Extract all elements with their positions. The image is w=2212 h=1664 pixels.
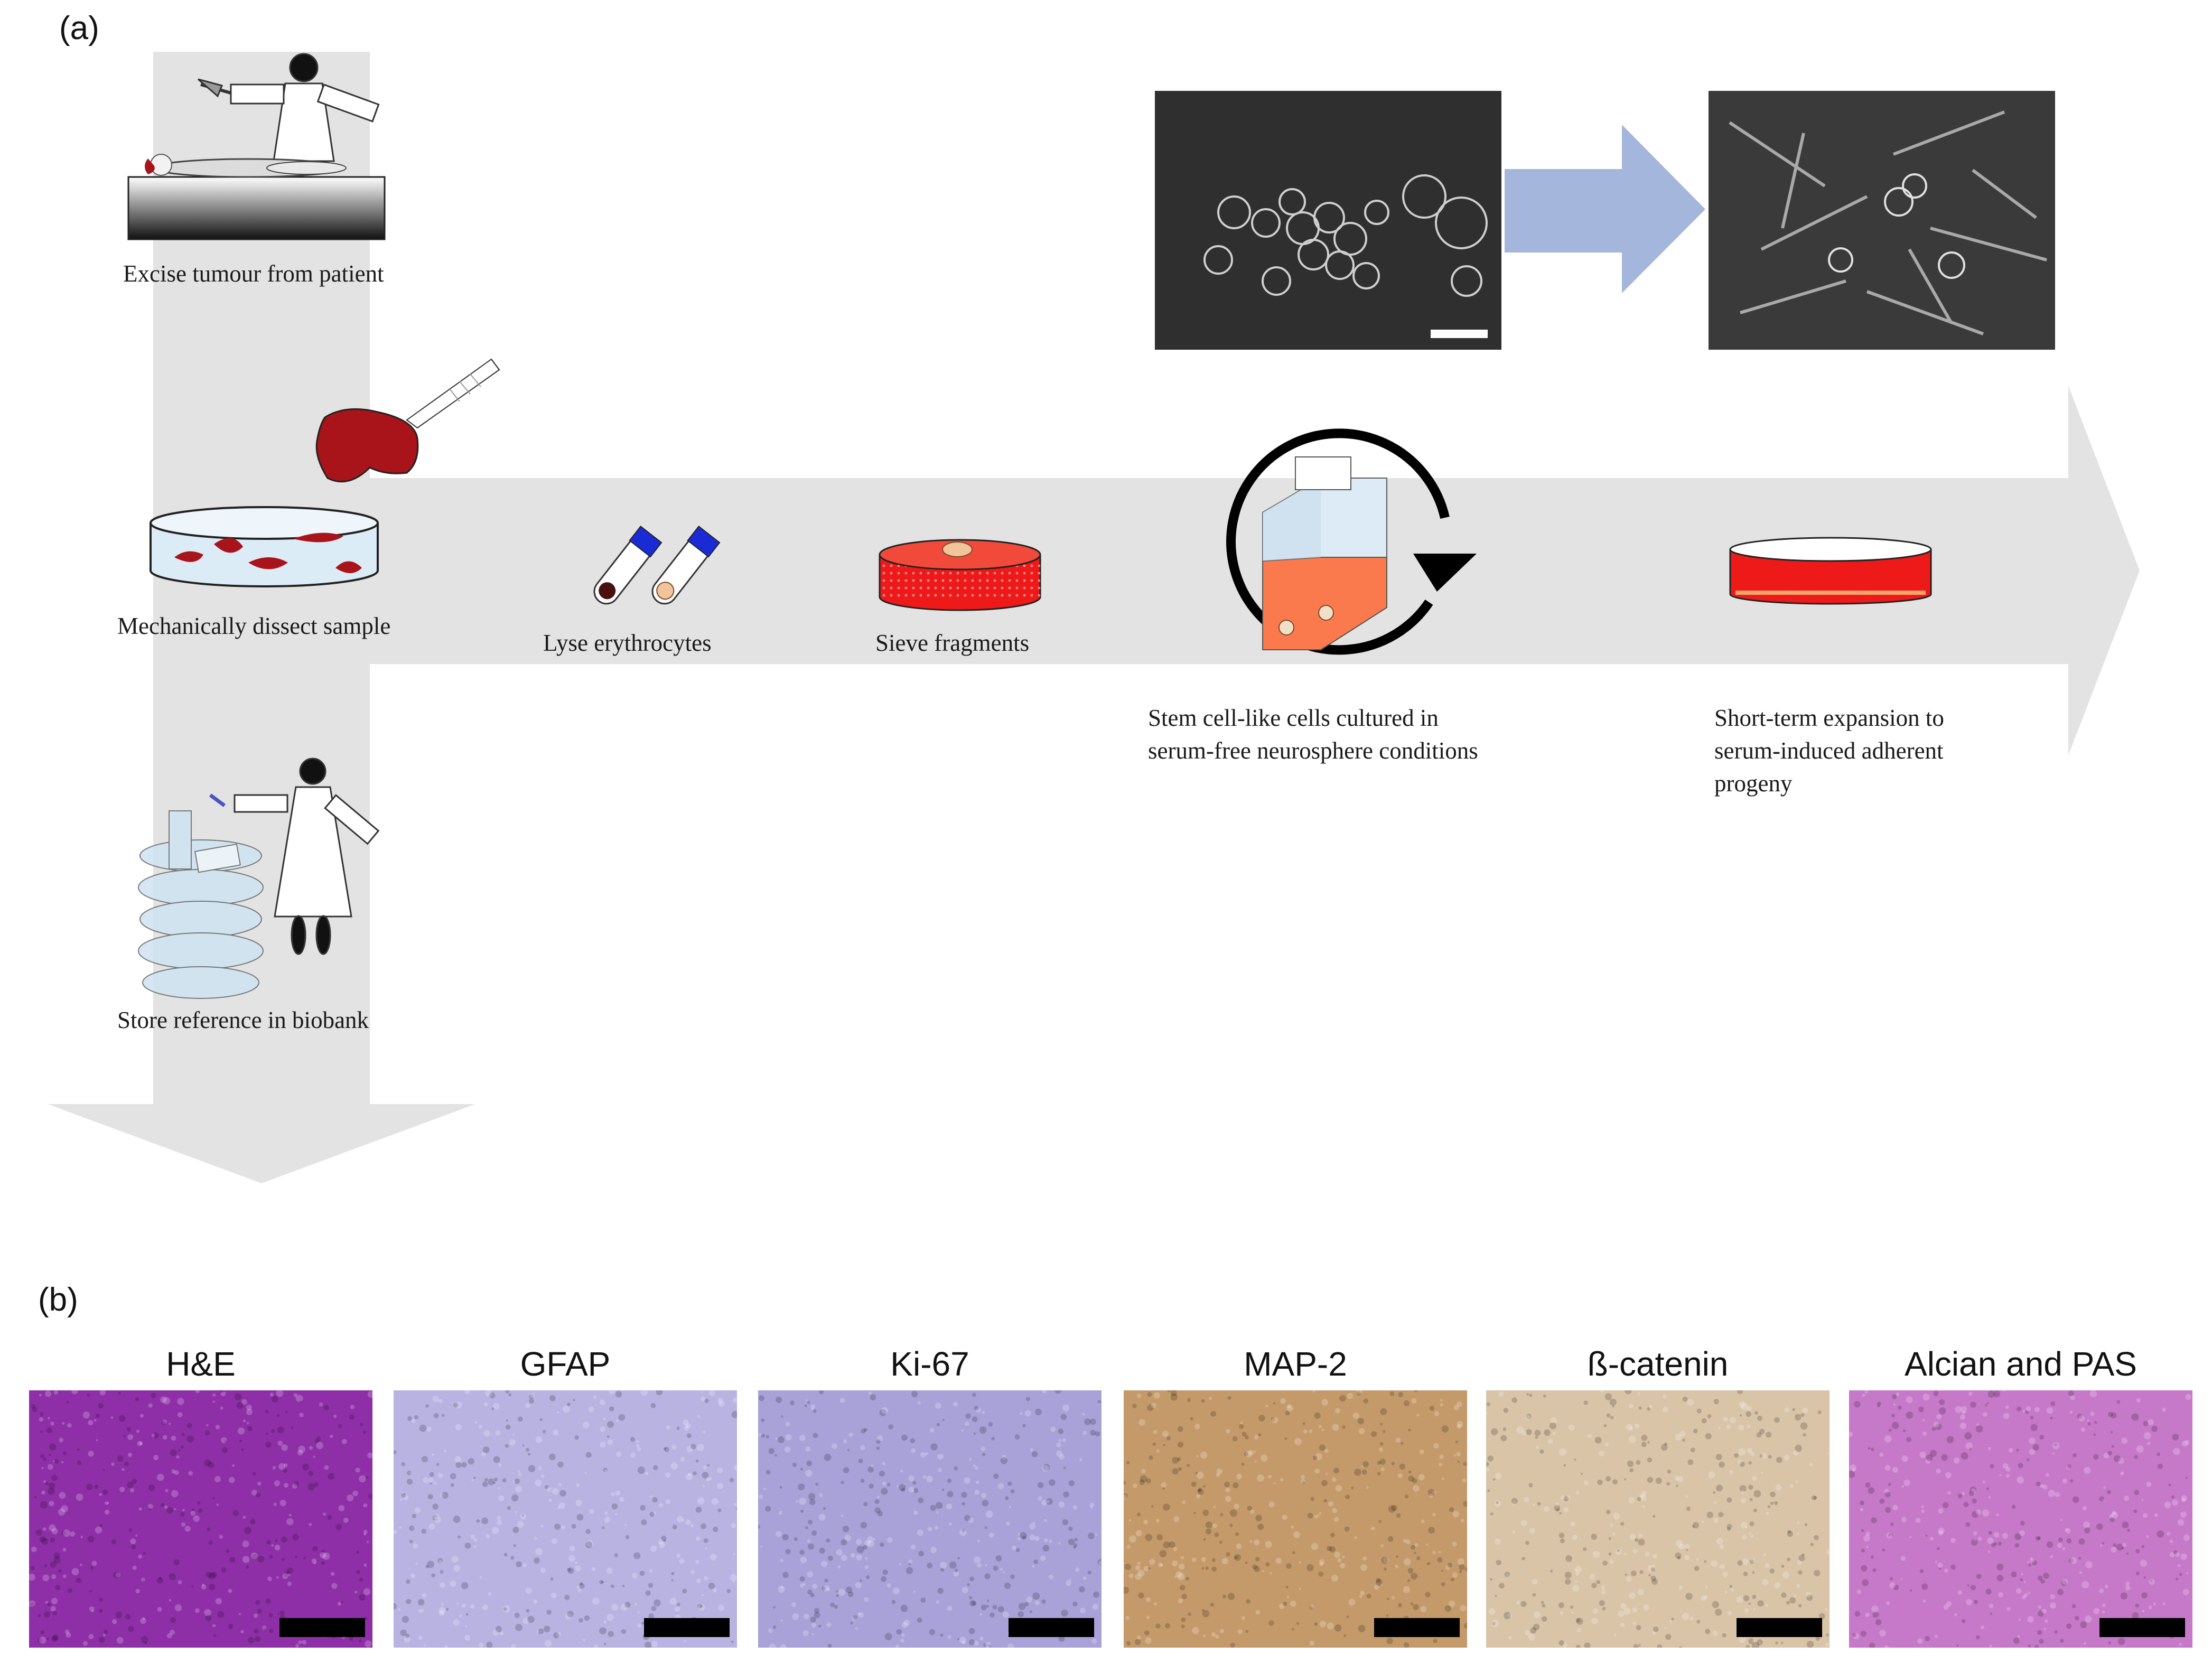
surgeon-icon xyxy=(198,53,380,162)
caption-excise: Excise tumour from patient xyxy=(123,260,384,287)
scale-bar-0 xyxy=(279,1618,365,1637)
scale-bar-5 xyxy=(2099,1618,2185,1637)
stain-title-5: Alcian and PAS xyxy=(1905,1345,2137,1383)
technician-icon xyxy=(209,758,380,955)
operating-table-icon xyxy=(127,154,386,240)
caption-lyse: Lyse erythrocytes xyxy=(543,630,712,656)
stain-title-1: GFAP xyxy=(520,1345,611,1383)
scale-bar-1 xyxy=(644,1618,730,1637)
stain-image-1 xyxy=(394,1390,737,1648)
culture-flask-icon xyxy=(1226,428,1477,655)
blue-transition-arrow xyxy=(1505,125,1705,293)
stain-title-2: Ki-67 xyxy=(890,1345,969,1383)
test-tubes-icon xyxy=(593,526,721,605)
stain-image-3 xyxy=(1124,1390,1467,1648)
caption-stem-cells: Stem cell-like cells cultured in serum-f… xyxy=(1148,705,1478,764)
expansion-dish-icon xyxy=(1729,537,1932,605)
stain-title-4: ß-catenin xyxy=(1587,1345,1729,1383)
stain-image-2 xyxy=(758,1390,1102,1648)
stain-image-0 xyxy=(29,1390,372,1648)
stain-image-5 xyxy=(1849,1390,2192,1648)
sieve-dish-icon xyxy=(879,539,1041,611)
neurosphere-micrograph xyxy=(1155,91,1501,350)
caption-dissect: Mechanically dissect sample xyxy=(117,613,391,639)
scale-bar-2 xyxy=(1009,1618,1094,1637)
stain-title-3: MAP-2 xyxy=(1244,1345,1347,1383)
biobank-freezer-icon xyxy=(138,810,264,999)
tissue-sample-icon xyxy=(315,408,419,483)
caption-expansion: Short-term expansion to serum-induced ad… xyxy=(1714,705,1944,797)
stain-image-4 xyxy=(1486,1390,1830,1648)
caption-biobank: Store reference in biobank xyxy=(117,1007,369,1033)
stain-title-0: H&E xyxy=(166,1345,236,1383)
scalpel-icon xyxy=(406,358,500,429)
panel-a-label: (a) xyxy=(59,10,99,46)
scale-bar-4 xyxy=(1737,1618,1822,1637)
panel-b-label: (b) xyxy=(38,1282,78,1318)
petri-dish-icon xyxy=(150,506,379,587)
adherent-progeny-micrograph xyxy=(1709,91,2055,350)
scale-bar-3 xyxy=(1374,1618,1460,1637)
caption-sieve: Sieve fragments xyxy=(875,630,1030,656)
